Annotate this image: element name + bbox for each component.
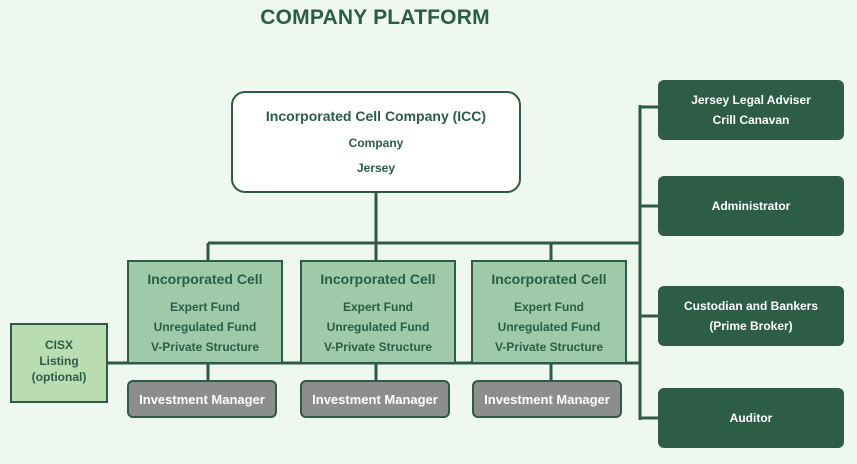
cell-line: V-Private Structure xyxy=(494,340,604,354)
legal-adviser-box: Jersey Legal Adviser Crill Canavan xyxy=(658,80,844,140)
cell-line: Expert Fund xyxy=(169,300,240,314)
cisx-line: CISX xyxy=(44,338,73,352)
incorporated-cell-2: Incorporated Cell Expert Fund Unregulate… xyxy=(300,260,456,364)
icc-box: Incorporated Cell Company (ICC) Company … xyxy=(231,91,521,193)
administrator-box: Administrator xyxy=(658,176,844,236)
provider-line: Crill Canavan xyxy=(712,113,790,127)
investment-manager-2: Investment Manager xyxy=(300,380,450,418)
cell-heading: Incorporated Cell xyxy=(491,271,607,287)
cell-line: Unregulated Fund xyxy=(326,320,430,334)
cell-line: V-Private Structure xyxy=(150,340,260,354)
icc-type: Company xyxy=(348,136,404,150)
icc-name: Incorporated Cell Company (ICC) xyxy=(265,108,487,124)
provider-line: Custodian and Bankers xyxy=(683,299,819,313)
cell-line: Unregulated Fund xyxy=(497,320,601,334)
provider-line: Jersey Legal Adviser xyxy=(691,93,811,107)
auditor-box: Auditor xyxy=(658,388,844,448)
cell-heading: Incorporated Cell xyxy=(320,271,436,287)
cell-line: V-Private Structure xyxy=(323,340,433,354)
cisx-line: (optional) xyxy=(31,370,87,384)
cell-line: Expert Fund xyxy=(342,300,413,314)
incorporated-cell-1: Incorporated Cell Expert Fund Unregulate… xyxy=(127,260,283,364)
provider-line: Auditor xyxy=(729,411,773,425)
provider-line: (Prime Broker) xyxy=(709,319,793,333)
custodian-box: Custodian and Bankers (Prime Broker) xyxy=(658,286,844,346)
investment-manager-3: Investment Manager xyxy=(472,380,622,418)
icc-jurisdiction: Jersey xyxy=(356,161,396,175)
cisx-listing-box: CISX Listing (optional) xyxy=(10,323,108,403)
page-title: COMPANY PLATFORM xyxy=(260,6,490,29)
provider-line: Administrator xyxy=(711,199,791,213)
incorporated-cell-3: Incorporated Cell Expert Fund Unregulate… xyxy=(471,260,627,364)
investment-manager-1: Investment Manager xyxy=(127,380,277,418)
cell-heading: Incorporated Cell xyxy=(147,271,263,287)
cisx-line: Listing xyxy=(39,354,79,368)
cell-line: Unregulated Fund xyxy=(153,320,257,334)
cell-line: Expert Fund xyxy=(513,300,584,314)
